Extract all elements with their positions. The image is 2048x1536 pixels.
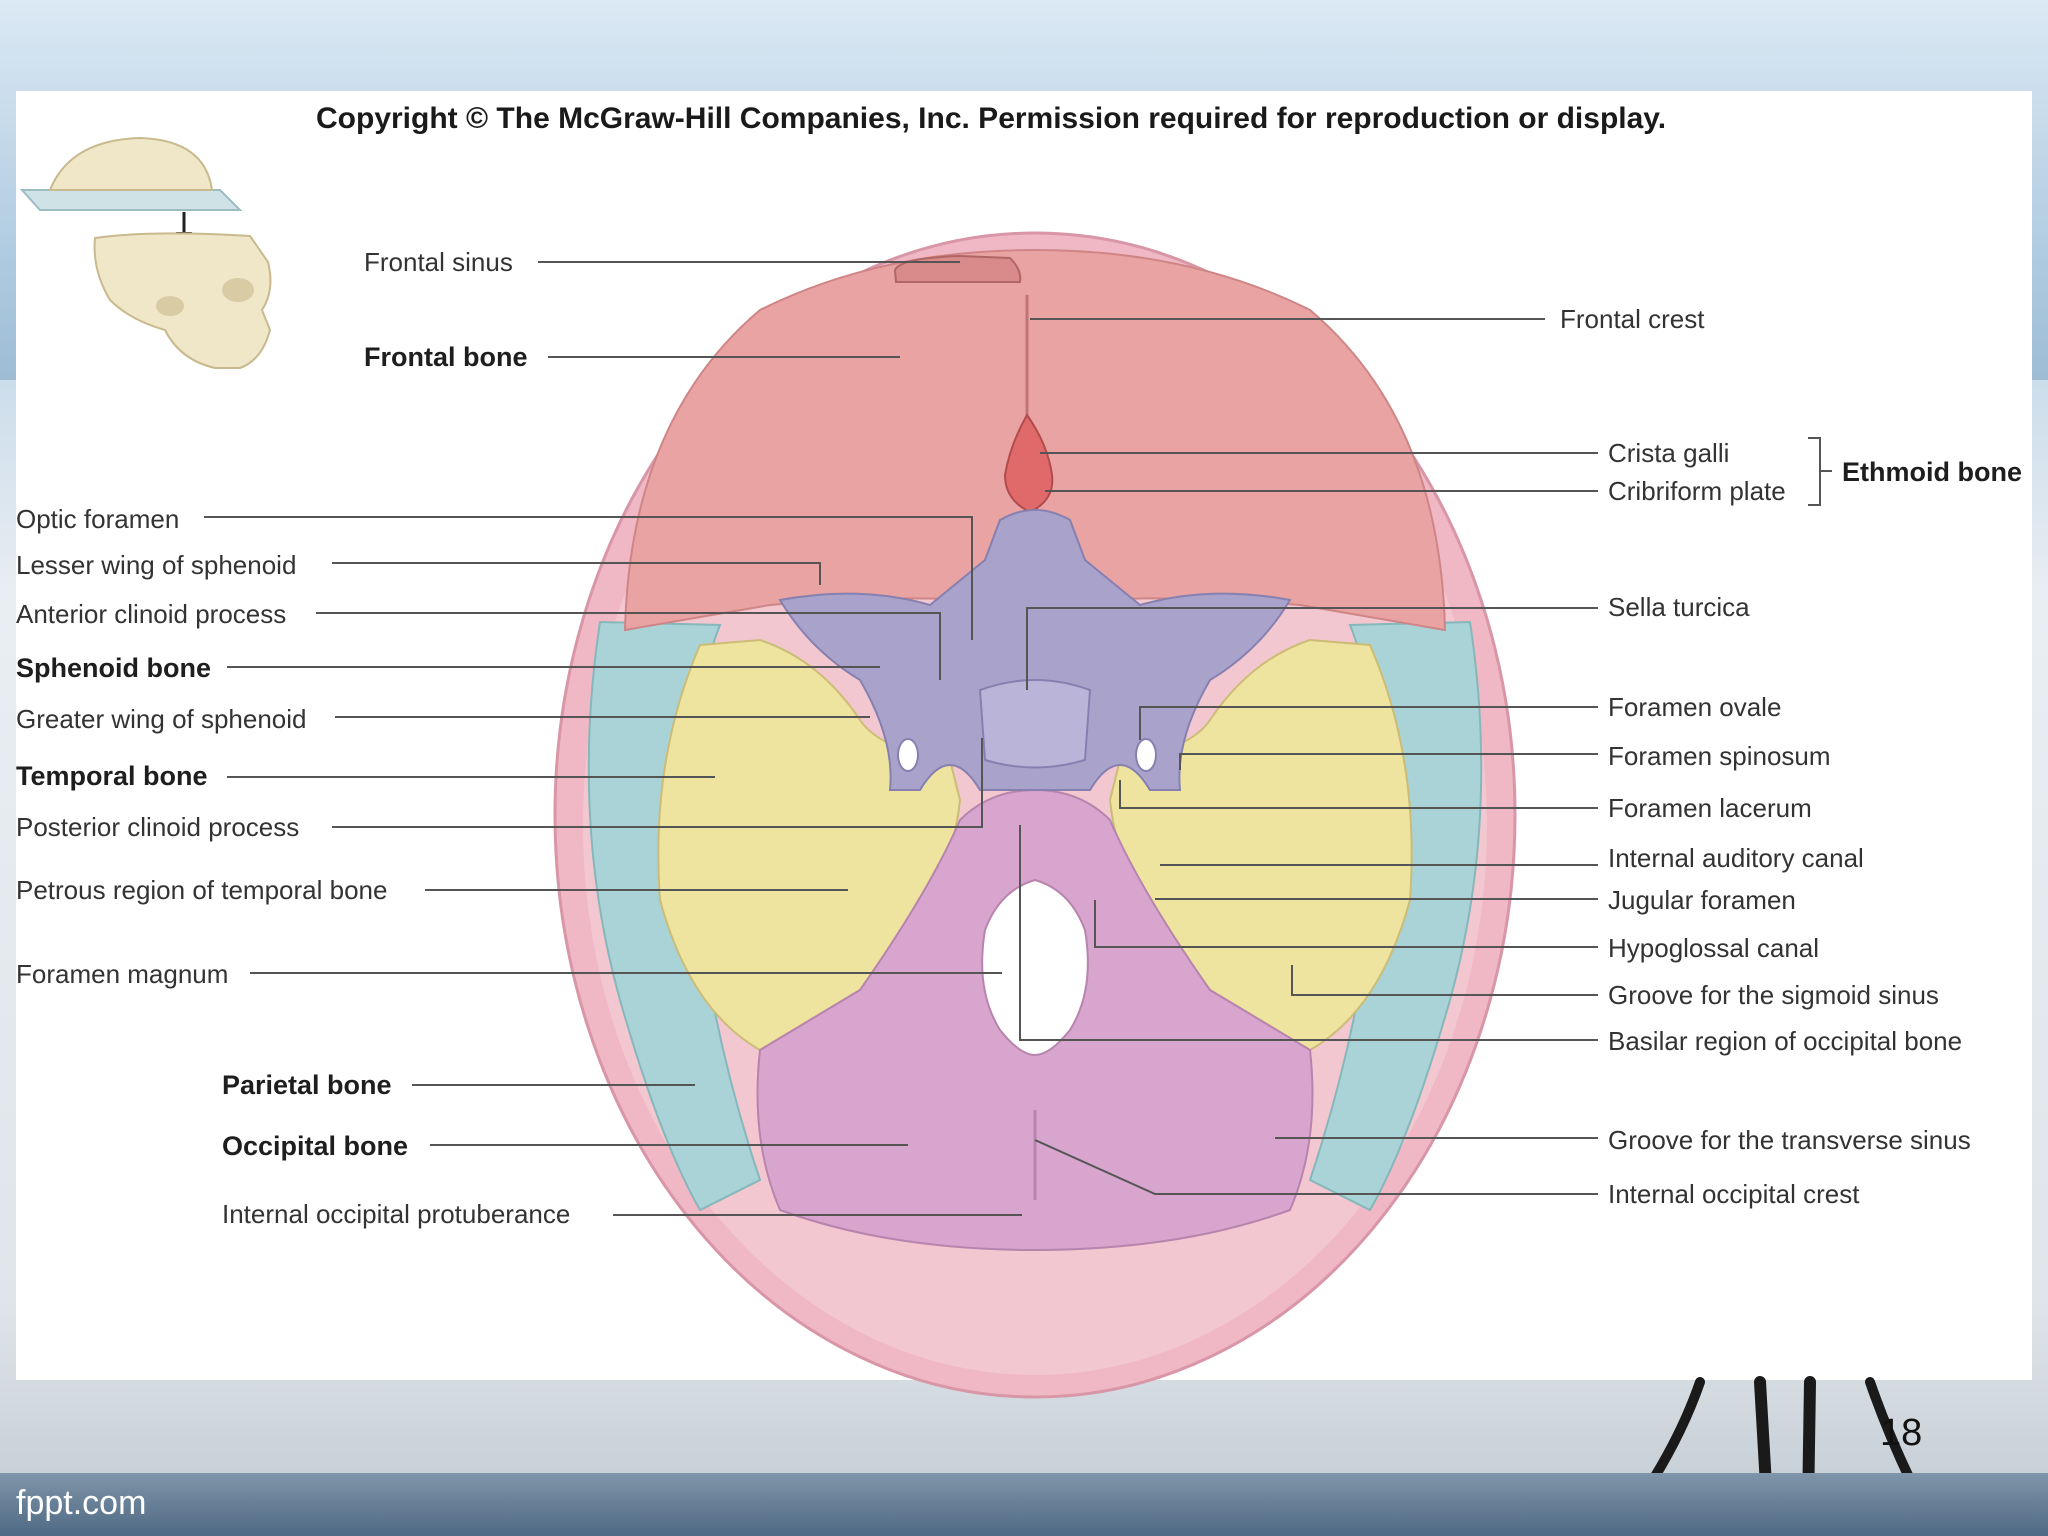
label-groove-sigmoid: Groove for the sigmoid sinus xyxy=(1608,980,1939,1010)
label-petrous-region: Petrous region of temporal bone xyxy=(16,875,387,905)
label-hypoglossal-canal: Hypoglossal canal xyxy=(1608,933,1819,963)
sella-turcica xyxy=(978,679,1092,769)
label-optic-foramen: Optic foramen xyxy=(16,504,179,534)
sphenoid-bone xyxy=(778,509,1292,791)
label-foramen-lacerum: Foramen lacerum xyxy=(1608,793,1812,823)
label-posterior-clinoid: Posterior clinoid process xyxy=(16,812,299,842)
label-sella-turcica: Sella turcica xyxy=(1608,592,1750,622)
footer-bar xyxy=(0,1473,2048,1536)
leader-lines-right xyxy=(1019,318,1832,1195)
frontal-sinus xyxy=(893,254,1022,283)
label-sphenoid-bone: Sphenoid bone xyxy=(16,653,211,683)
label-ethmoid-bone: Ethmoid bone xyxy=(1842,457,2022,487)
leader-lines-left xyxy=(204,261,1022,1216)
label-anterior-clinoid: Anterior clinoid process xyxy=(16,599,286,629)
page-number: 18 xyxy=(1880,1412,1923,1454)
label-crista-galli: Crista galli xyxy=(1608,438,1729,468)
foramen-ovale-left xyxy=(897,738,919,772)
copyright-notice: Copyright © The McGraw-Hill Companies, I… xyxy=(316,102,1667,135)
label-groove-transverse: Groove for the transverse sinus xyxy=(1608,1125,1971,1155)
label-foramen-magnum: Foramen magnum xyxy=(16,959,228,989)
label-cribriform-plate: Cribriform plate xyxy=(1608,476,1786,506)
label-lesser-wing: Lesser wing of sphenoid xyxy=(16,550,296,580)
label-basilar-region: Basilar region of occipital bone xyxy=(1608,1026,1962,1056)
label-greater-wing: Greater wing of sphenoid xyxy=(16,704,307,734)
label-jugular-foramen: Jugular foramen xyxy=(1608,885,1796,915)
label-internal-auditory-canal: Internal auditory canal xyxy=(1608,843,1864,873)
foramen-magnum xyxy=(981,878,1089,1057)
label-foramen-spinosum: Foramen spinosum xyxy=(1608,741,1831,771)
label-frontal-sinus: Frontal sinus xyxy=(364,247,513,277)
label-internal-occipital-protuberance: Internal occipital protuberance xyxy=(222,1199,570,1229)
label-frontal-bone: Frontal bone xyxy=(364,342,528,372)
skull-thumbnail-icon xyxy=(19,136,272,369)
footer-brand: fppt.com xyxy=(16,1484,147,1522)
label-occipital-bone: Occipital bone xyxy=(222,1131,408,1161)
label-foramen-ovale: Foramen ovale xyxy=(1608,692,1781,722)
label-temporal-bone: Temporal bone xyxy=(16,761,208,791)
label-parietal-bone: Parietal bone xyxy=(222,1070,392,1100)
label-internal-occipital-crest: Internal occipital crest xyxy=(1608,1179,1860,1209)
foramen-ovale-right xyxy=(1135,738,1157,772)
label-frontal-crest: Frontal crest xyxy=(1560,304,1705,334)
